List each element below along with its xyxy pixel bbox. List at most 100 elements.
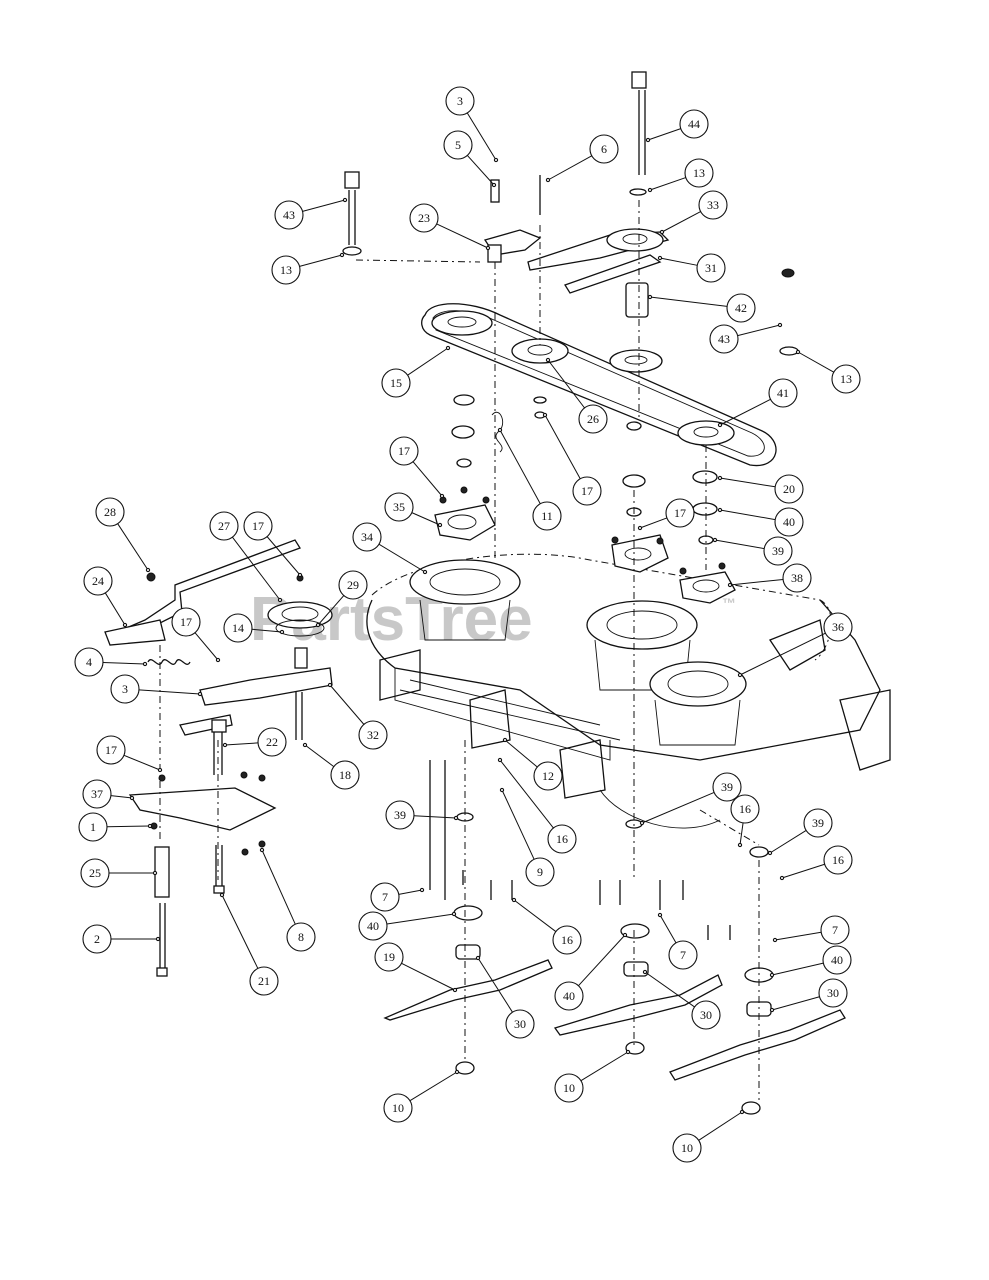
callout-leader-line: [401, 962, 456, 991]
callout-leader-line: [504, 739, 538, 768]
callout-leader-line: [647, 128, 681, 141]
callout-circle: [370, 882, 400, 912]
callout-number: 21: [258, 974, 270, 988]
callout-leader-tip: [491, 182, 497, 188]
callout-30a: 30: [475, 955, 535, 1039]
callout-leader-line: [232, 536, 281, 601]
callout-leader-line: [110, 795, 133, 799]
callout-number: 9: [537, 865, 543, 879]
callout-23: 23: [409, 203, 491, 251]
callout-number: 22: [266, 735, 278, 749]
callout-leader-tip: [739, 1109, 745, 1115]
callout-17c: 17: [637, 498, 695, 531]
callout-37: 37: [82, 779, 135, 809]
callout-circle: [223, 613, 253, 643]
callout-number: 14: [232, 621, 244, 635]
callout-leader-tip: [437, 522, 443, 528]
callout-leader-tip: [122, 622, 128, 628]
callout-leader-tip: [215, 657, 221, 663]
callout-3a: 3: [445, 86, 499, 163]
callout-leader-line: [513, 899, 557, 932]
callout-13b: 13: [271, 252, 345, 285]
callout-leader-tip: [485, 245, 491, 251]
callout-leader-line: [413, 815, 457, 819]
bracket-37: [128, 771, 277, 856]
callout-leader-tip: [422, 569, 428, 575]
callout-circle: [110, 674, 140, 704]
idler-arm-upper: [527, 71, 670, 318]
callout-number: 10: [563, 1081, 575, 1095]
callout-39b: 39: [385, 800, 459, 830]
callout-leader-line: [644, 971, 695, 1008]
callout-number: 40: [831, 953, 843, 967]
callout-circle: [684, 158, 714, 188]
callout-number: 37: [91, 787, 103, 801]
callout-circle: [698, 190, 728, 220]
callout-circle: [358, 720, 388, 750]
callout-leader-tip: [639, 820, 645, 826]
callout-circle: [83, 566, 113, 596]
callout-leader-line: [719, 509, 776, 521]
spindle-housing-38: [679, 562, 736, 604]
callout-16c: 16: [779, 845, 853, 881]
callout-leader-line: [769, 829, 807, 854]
callout-leader-tip: [219, 892, 225, 898]
callout-leader-line: [659, 257, 698, 266]
callout-number: 43: [283, 208, 295, 222]
callout-circle: [696, 253, 726, 283]
callout-34: 34: [352, 522, 428, 575]
callout-circle: [823, 845, 853, 875]
callout-leader-line: [466, 112, 497, 161]
callout-circle: [554, 981, 584, 1011]
callout-leader-line: [123, 754, 161, 771]
callout-leader-line: [117, 523, 149, 571]
callout-leader-line: [412, 461, 443, 497]
callout-circle: [709, 324, 739, 354]
callout-circle: [445, 86, 475, 116]
callout-number: 34: [361, 530, 373, 544]
callout-leader-tip: [779, 875, 785, 881]
callout-number: 39: [772, 544, 784, 558]
spindle-housing-center: [611, 534, 669, 573]
callout-circle: [726, 293, 756, 323]
callout-6: 6: [545, 134, 619, 183]
callout-circle: [547, 824, 577, 854]
callout-number: 7: [832, 923, 838, 937]
callout-number: 17: [180, 615, 192, 629]
callout-number: 10: [681, 1141, 693, 1155]
callout-40b: 40: [358, 911, 457, 941]
callout-number: 17: [581, 484, 593, 498]
idler-pulley-27: [267, 574, 333, 637]
callout-leader-tip: [302, 742, 308, 748]
callout-circle: [249, 966, 279, 996]
callout-number: 27: [218, 519, 230, 533]
callout-number: 28: [104, 505, 116, 519]
callout-number: 40: [367, 919, 379, 933]
callout-circle: [823, 612, 853, 642]
callout-number: 44: [688, 117, 700, 131]
callout-leader-line: [266, 536, 301, 576]
callout-leader-line: [659, 914, 677, 944]
callout-leader-line: [641, 791, 715, 824]
callout-30b: 30: [642, 969, 721, 1030]
callout-circle: [74, 647, 104, 677]
callout-13c: 13: [795, 349, 861, 394]
callout-circle: [330, 760, 360, 790]
callout-number: 40: [783, 515, 795, 529]
idler-bracket-23: [483, 175, 542, 263]
callout-leader-tip: [642, 969, 648, 975]
callout-22: 22: [222, 727, 287, 757]
callout-circle: [730, 794, 760, 824]
callout-3b: 3: [110, 674, 203, 704]
callout-circle: [822, 945, 852, 975]
callout-number: 17: [674, 506, 686, 520]
callout-17b: 17: [389, 436, 445, 499]
callout-leader-line: [102, 662, 146, 665]
callout-circle: [803, 808, 833, 838]
callout-leader-line: [329, 684, 365, 725]
callout-leader-tip: [451, 911, 457, 917]
callout-10b: 10: [554, 1049, 631, 1103]
callout-leader-line: [774, 931, 822, 941]
callout-circle: [381, 368, 411, 398]
callout-leader-line: [194, 632, 219, 661]
